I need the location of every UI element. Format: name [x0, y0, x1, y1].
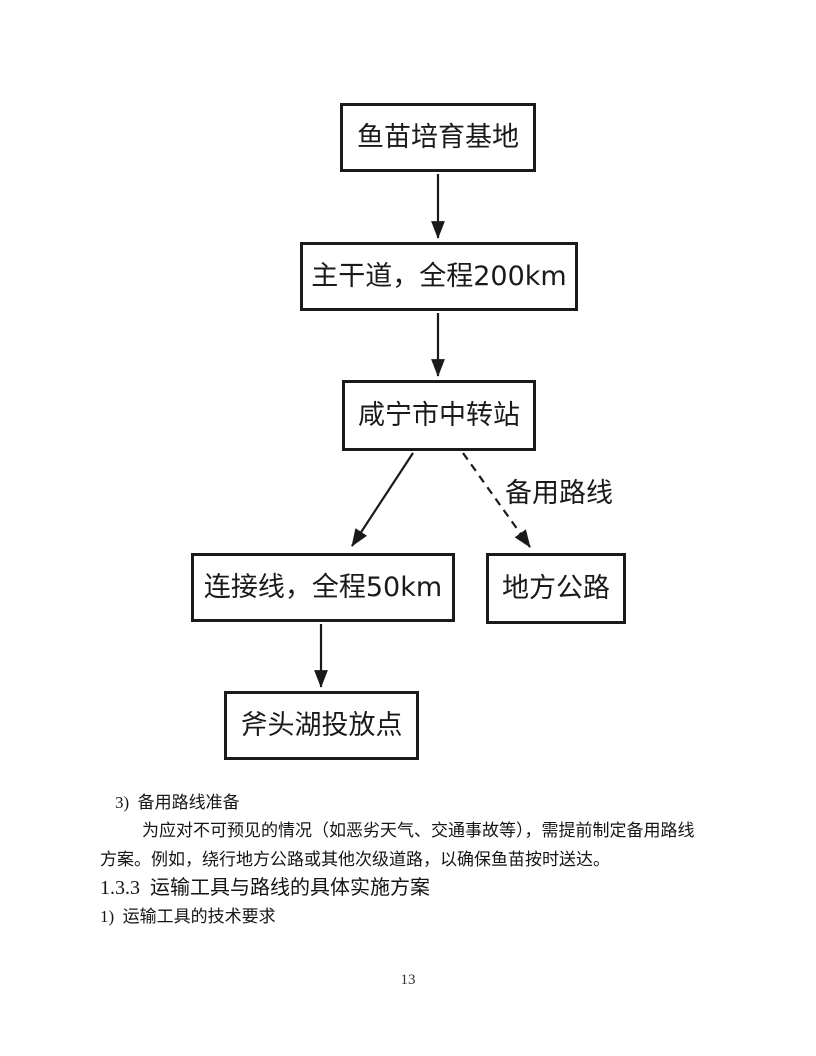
- backup-route-edge-label: 备用路线: [505, 478, 613, 509]
- flowchart-node-local-highway: 地方公路: [486, 553, 626, 624]
- flowchart-node-release-point: 斧头湖投放点: [224, 691, 419, 760]
- paragraph-line-1: 为应对不可预见的情况（如恶劣天气、交通事故等），需提前制定备用路线: [142, 821, 695, 840]
- flowchart-node-main-road: 主干道，全程200km: [300, 242, 578, 311]
- list-item-transport-requirements: 1) 运输工具的技术要求: [100, 907, 276, 926]
- section-heading-1-3-3: 1.3.3 运输工具与路线的具体实施方案: [100, 877, 430, 899]
- flowchart-node-connection-line: 连接线，全程50km: [191, 553, 455, 622]
- page-number: 13: [400, 972, 416, 988]
- flowchart-node-base: 鱼苗培育基地: [340, 103, 536, 172]
- list-item-backup-route-prep: 3) 备用路线准备: [115, 793, 240, 812]
- flowchart-node-transfer-station: 咸宁市中转站: [342, 380, 536, 451]
- paragraph-line-2: 方案。例如，绕行地方公路或其他次级道路，以确保鱼苗按时送达。: [100, 850, 610, 869]
- arrow-transfer-to-connection: [351, 452, 414, 547]
